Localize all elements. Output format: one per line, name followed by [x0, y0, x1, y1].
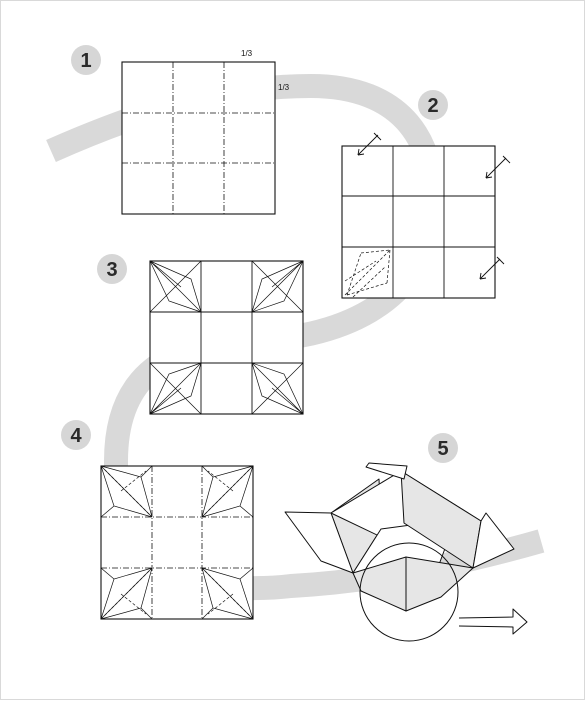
step-number-3: 3 — [106, 259, 117, 281]
step-number-1: 1 — [80, 50, 91, 72]
step-badge-1 — [71, 45, 101, 75]
next-arrow — [458, 608, 528, 635]
step-number-5: 5 — [437, 438, 448, 460]
step-2: 2 — [341, 90, 511, 299]
step-5: 5 — [284, 433, 528, 642]
fraction-label-side: 1/3 — [278, 83, 290, 92]
corner-folds-3 — [149, 260, 304, 415]
detail-circle — [359, 542, 459, 642]
folded-box — [284, 462, 515, 612]
fold-arrows-2 — [357, 132, 511, 280]
step-number-4: 4 — [70, 425, 82, 447]
step-3: 3 — [97, 254, 304, 415]
step-1: 1 1/3 1/3 — [71, 45, 290, 215]
thirds-crease-lines — [122, 62, 275, 214]
step-badge-3 — [97, 254, 127, 284]
dashed-diagonals-4 — [100, 465, 254, 620]
grid-creases-3 — [150, 261, 303, 414]
fraction-label-top: 1/3 — [241, 49, 253, 58]
step-badge-2 — [418, 90, 448, 120]
step-number-2: 2 — [427, 95, 438, 117]
paper-square-2 — [341, 145, 496, 299]
corner-fold-guides — [344, 249, 391, 298]
step-badge-4 — [61, 420, 91, 450]
step-4: 4 — [61, 420, 254, 620]
grid-creases-2 — [342, 146, 495, 298]
mountain-fold-lines-4 — [101, 466, 253, 619]
step-badge-5 — [428, 433, 458, 463]
paper-square-1 — [121, 61, 276, 215]
